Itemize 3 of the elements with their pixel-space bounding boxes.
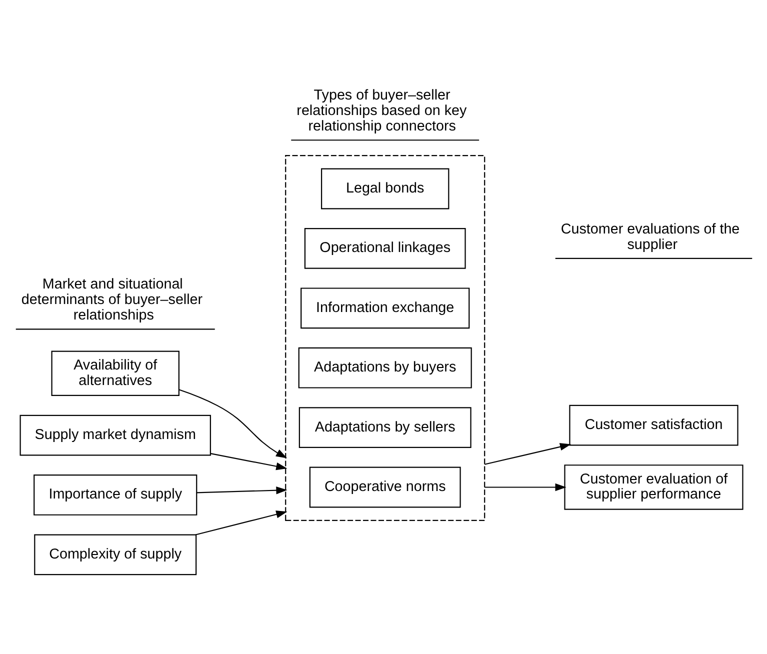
label: Customer evaluations of the supplier	[560, 220, 740, 252]
label: Market and situational determinants of buyer–seller relationships	[20, 276, 202, 324]
label: Types of buyer–seller relationships based on key relationship connectors	[296, 87, 466, 134]
